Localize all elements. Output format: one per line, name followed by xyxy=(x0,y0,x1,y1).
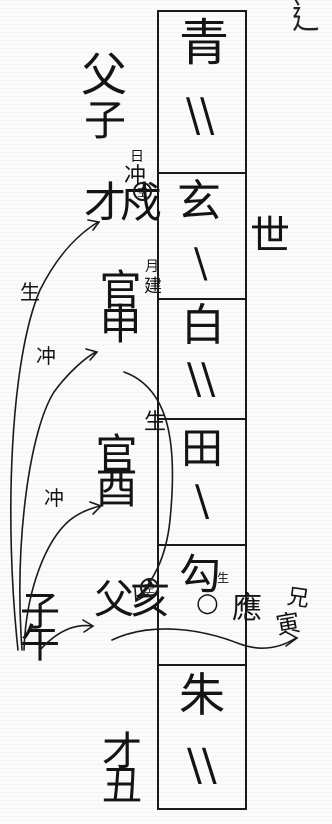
arrow-ziwu-to-caixu xyxy=(10,221,99,651)
spirit-label: 朱 xyxy=(179,668,225,722)
spirit-label: 勾 xyxy=(179,550,222,599)
arrow-ziwu-to-fuhai xyxy=(39,624,93,651)
guan-you: 官酉 xyxy=(89,432,138,500)
grid-row-6: 朱 \\ xyxy=(159,664,245,810)
arrow-guanshen-to-fuhai xyxy=(123,371,174,601)
arrowhead-4 xyxy=(134,587,149,603)
shi-marker: 世 xyxy=(250,213,290,259)
grid-row-3: 白 \\ xyxy=(159,298,245,418)
arrow-ziwu-to-guanshen xyxy=(19,351,97,651)
sheng-arrow-label-mid: 生 xyxy=(144,410,167,435)
arrow-fuhai-to-xiongyin xyxy=(111,628,297,650)
ying-sheng-small: 生 xyxy=(217,571,230,585)
spirit-label: ⽥ xyxy=(181,424,224,473)
grid-row-5: 勾 xyxy=(159,544,245,664)
chong-arrow-label-left2: 冲 xyxy=(44,486,64,510)
line-mark: \\ xyxy=(187,354,216,403)
hexagram-grid: 青 \\ 玄 \ 白 \\ ⽥ \ 勾 朱 \\ xyxy=(157,10,247,810)
guan-shen: 官申 xyxy=(93,268,142,336)
line-mark: \ xyxy=(195,476,210,525)
yue-note: 月 xyxy=(145,259,159,275)
arrowhead-3 xyxy=(89,501,103,515)
chong-arrow-label-left: 冲 xyxy=(36,344,56,368)
line-mark: \\ xyxy=(186,87,215,142)
grid-row-4: ⽥ \ xyxy=(159,418,245,544)
spirit-label: 青 xyxy=(179,14,229,72)
top-right-strokes: ⻎ xyxy=(292,0,320,37)
line-mark: \ xyxy=(194,241,208,287)
jian-note: 建 xyxy=(144,276,162,297)
grid-row-2: 玄 \ xyxy=(159,172,245,298)
spirit-label: 玄 xyxy=(177,176,221,227)
arrowhead-5 xyxy=(285,631,299,647)
sheng-arrow-label-left: 生 xyxy=(20,280,40,304)
grid-row-1: 青 \\ xyxy=(159,12,245,172)
cai-chou: 才丑 xyxy=(95,730,141,798)
arrowhead-2 xyxy=(85,348,99,361)
arrowhead-1 xyxy=(87,219,101,231)
spirit-label: 白 xyxy=(181,300,225,351)
ying-marker: 應 xyxy=(232,591,262,626)
kong-circle-2: 空 xyxy=(140,578,159,597)
ying-circle: ○ xyxy=(196,588,219,618)
zi-glyph: 子 xyxy=(84,96,127,145)
line-mark: \\ xyxy=(187,740,217,791)
arrowhead-6 xyxy=(82,619,95,633)
kong-circle-1: 空 xyxy=(133,182,152,201)
fu-glyph: 父 xyxy=(81,48,127,102)
arrow-ziwu-to-guanyou xyxy=(23,505,101,651)
ri-note: 日 xyxy=(130,149,144,165)
